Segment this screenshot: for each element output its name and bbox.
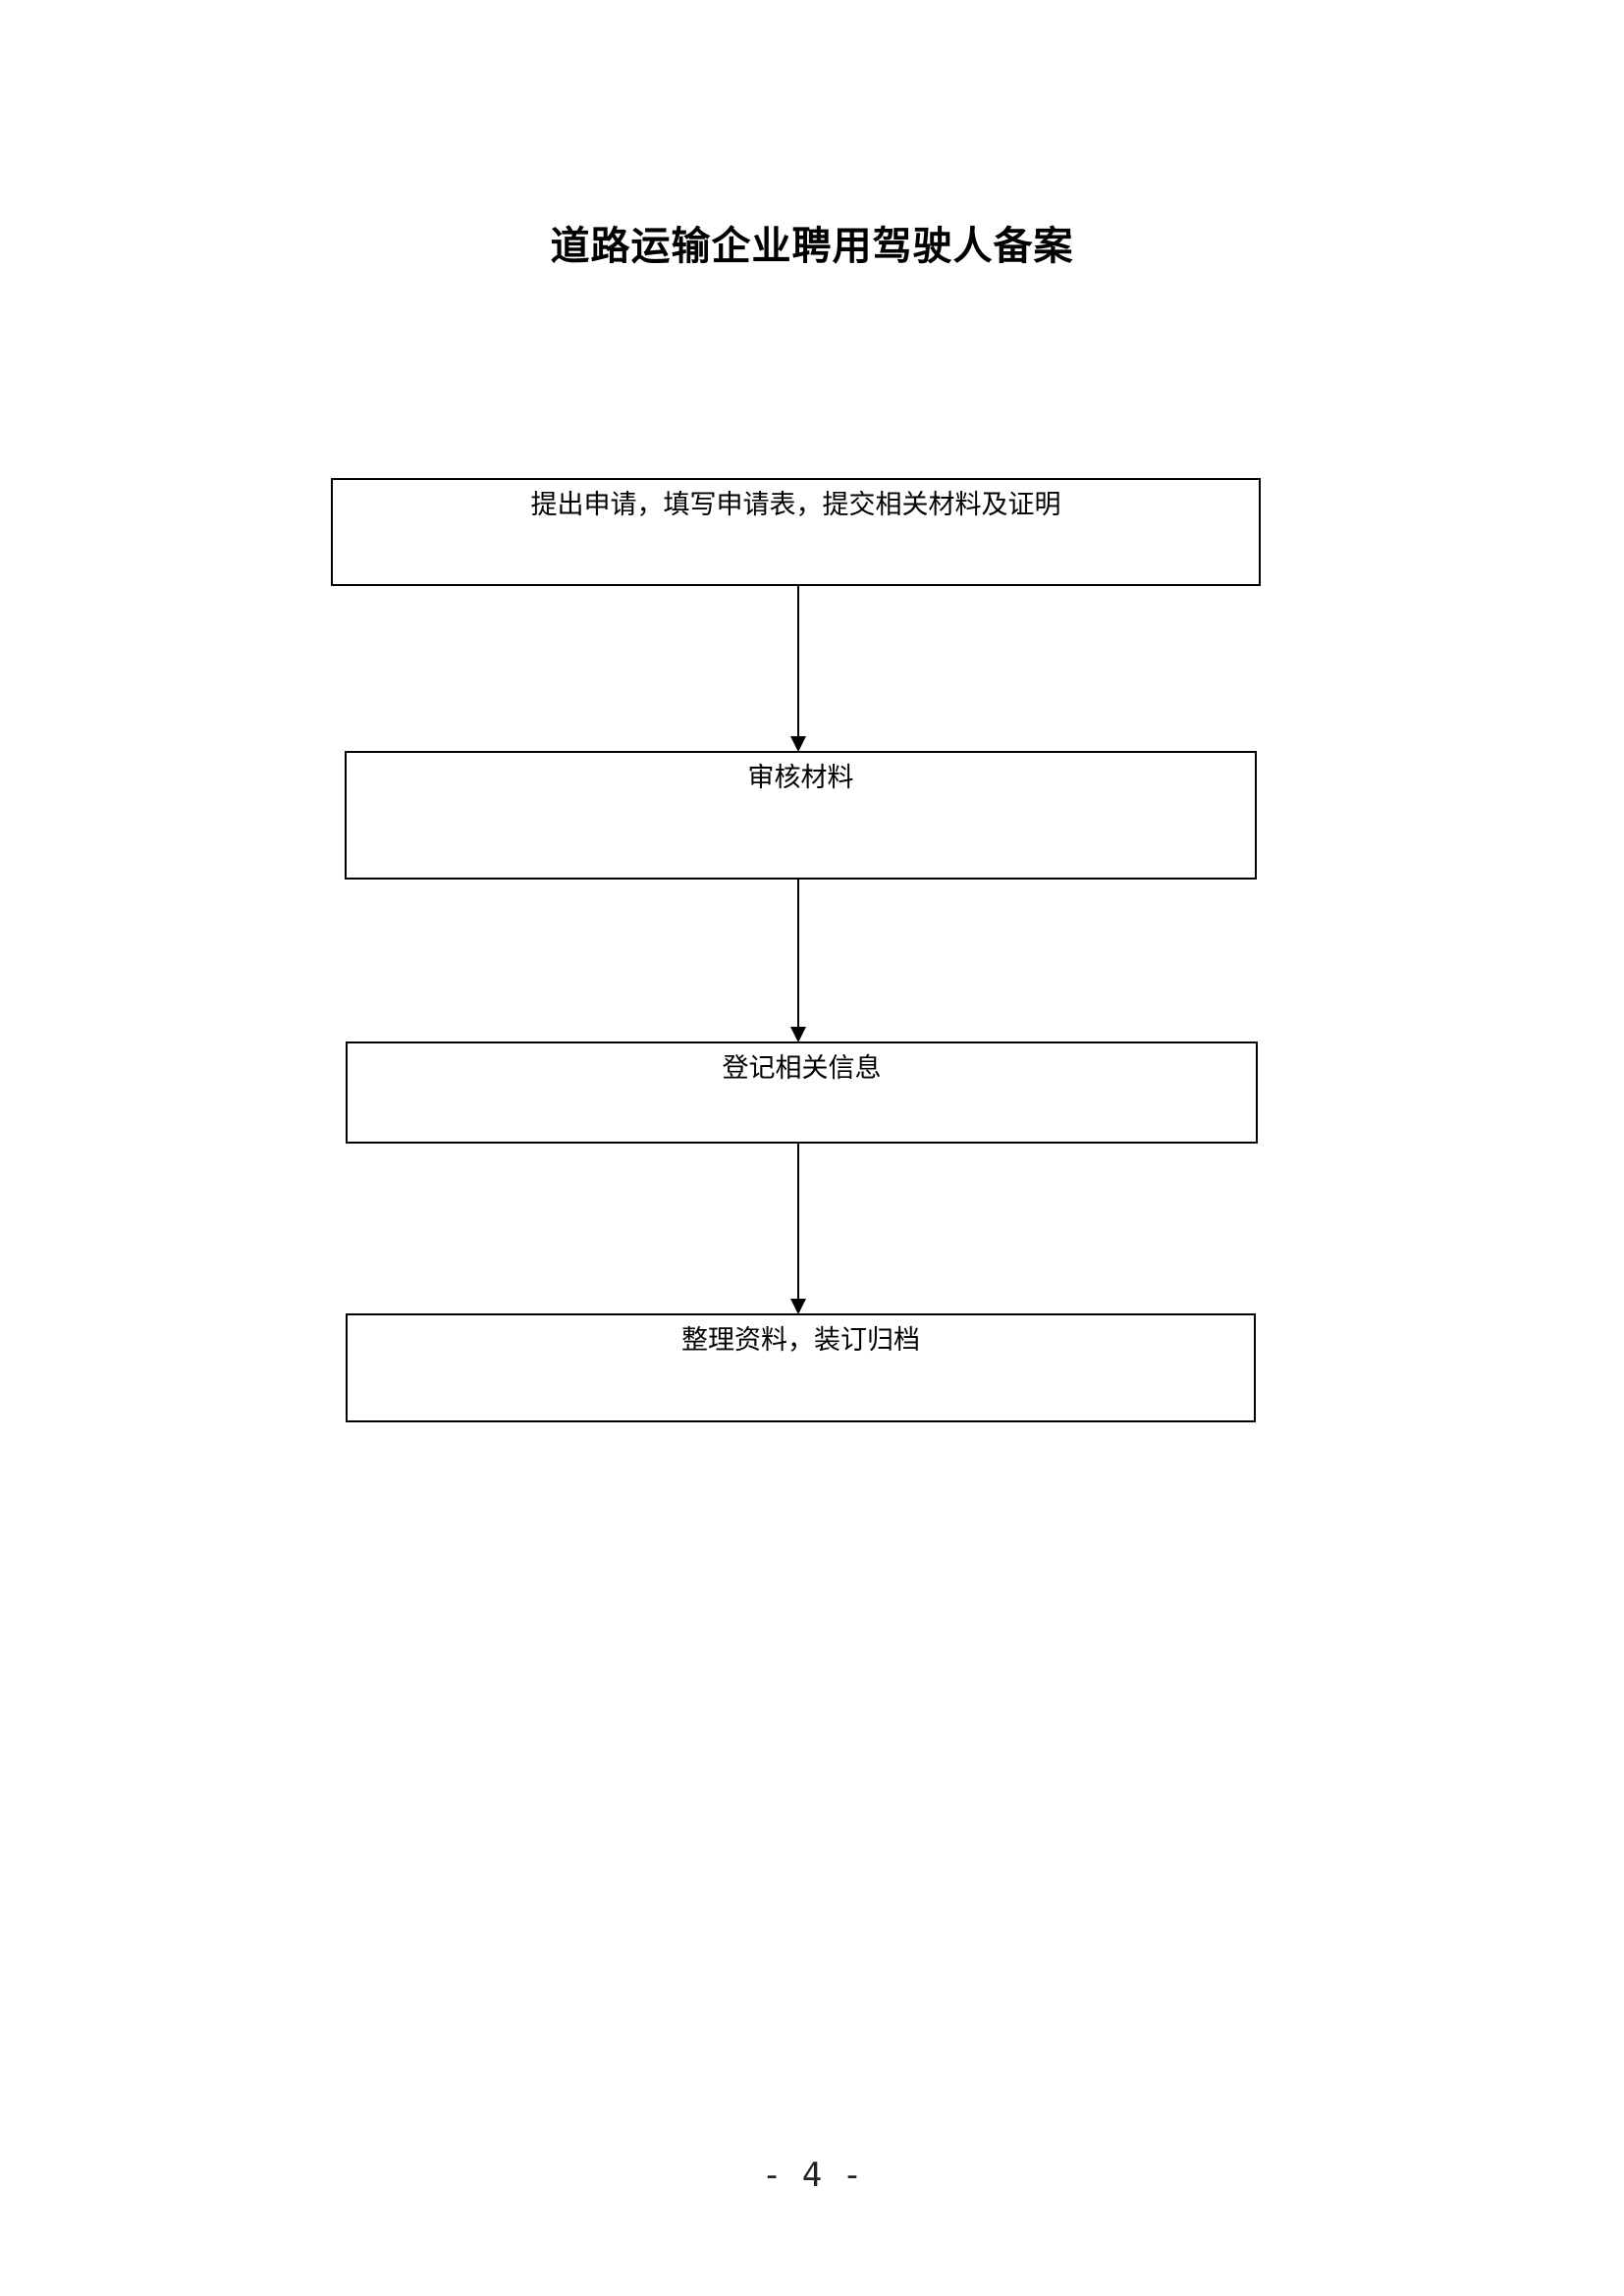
arrow-head-icon xyxy=(790,1299,806,1314)
flow-step-label: 登记相关信息 xyxy=(722,1053,882,1084)
flow-step-register-info: 登记相关信息 xyxy=(346,1041,1258,1144)
flow-step-label: 审核材料 xyxy=(747,763,854,793)
flow-step-label: 整理资料，装订归档 xyxy=(681,1325,920,1356)
flow-step-archive: 整理资料，装订归档 xyxy=(346,1313,1256,1422)
flow-step-label: 提出申请，填写申请表，提交相关材料及证明 xyxy=(530,490,1061,520)
page-number: - 4 - xyxy=(761,2156,863,2195)
flow-step-submit-application: 提出申请，填写申请表，提交相关材料及证明 xyxy=(331,478,1261,586)
flow-arrow-2-to-3 xyxy=(790,880,806,1042)
flow-step-review-materials: 审核材料 xyxy=(345,751,1257,880)
flow-arrow-1-to-2 xyxy=(790,586,806,752)
arrow-head-icon xyxy=(790,1027,806,1042)
page-title: 道路运输企业聘用驾驶人备案 xyxy=(550,223,1074,269)
flow-arrow-3-to-4 xyxy=(790,1144,806,1314)
arrow-head-icon xyxy=(790,736,806,752)
